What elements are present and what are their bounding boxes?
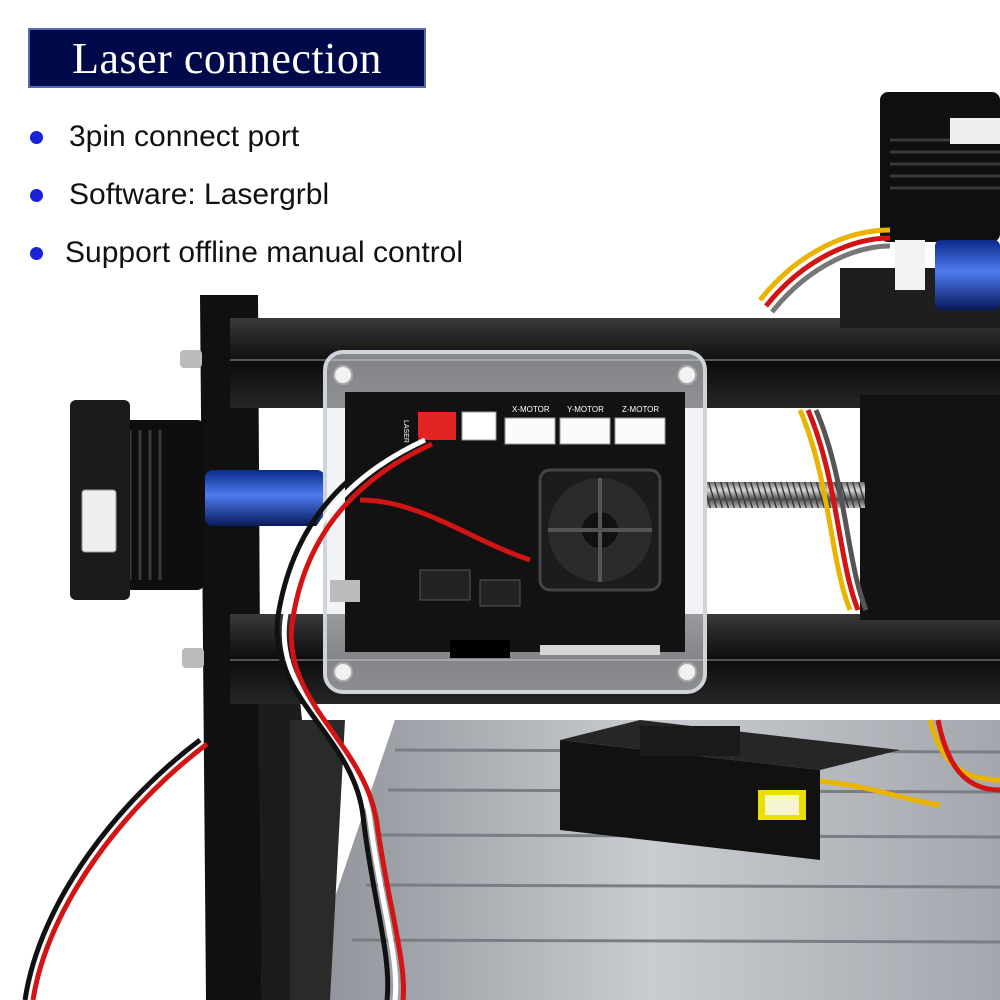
laser-module <box>560 720 900 860</box>
x-motor-label: X-MOTOR <box>512 405 550 414</box>
y-motor-label: Y-MOTOR <box>567 405 604 414</box>
z-motor-label: Z-MOTOR <box>622 405 659 414</box>
feature-list: 3pin connect port Software: Lasergrbl Su… <box>30 108 463 282</box>
feature-text: Software: Lasergrbl <box>69 178 330 211</box>
page-title: Laser connection <box>72 33 382 83</box>
laser-port-label: LASER <box>402 420 409 443</box>
list-item: Support offline manual control <box>30 224 463 282</box>
y-stepper-motor <box>70 400 325 600</box>
bullet-dot-icon <box>30 188 43 202</box>
list-item: Software: Lasergrbl <box>30 166 463 224</box>
controller-board: X-MOTOR Y-MOTOR Z-MOTOR <box>323 350 707 694</box>
title-banner: Laser connection <box>28 28 426 88</box>
feature-text: 3pin connect port <box>69 120 300 153</box>
list-item: 3pin connect port <box>30 108 463 166</box>
x-carriage <box>860 395 1000 620</box>
bullet-dot-icon <box>30 246 43 260</box>
z-stepper-motor <box>840 92 1000 328</box>
bullet-dot-icon <box>30 130 43 144</box>
feature-text: Support offline manual control <box>65 236 464 269</box>
laser-wire <box>22 433 531 1000</box>
